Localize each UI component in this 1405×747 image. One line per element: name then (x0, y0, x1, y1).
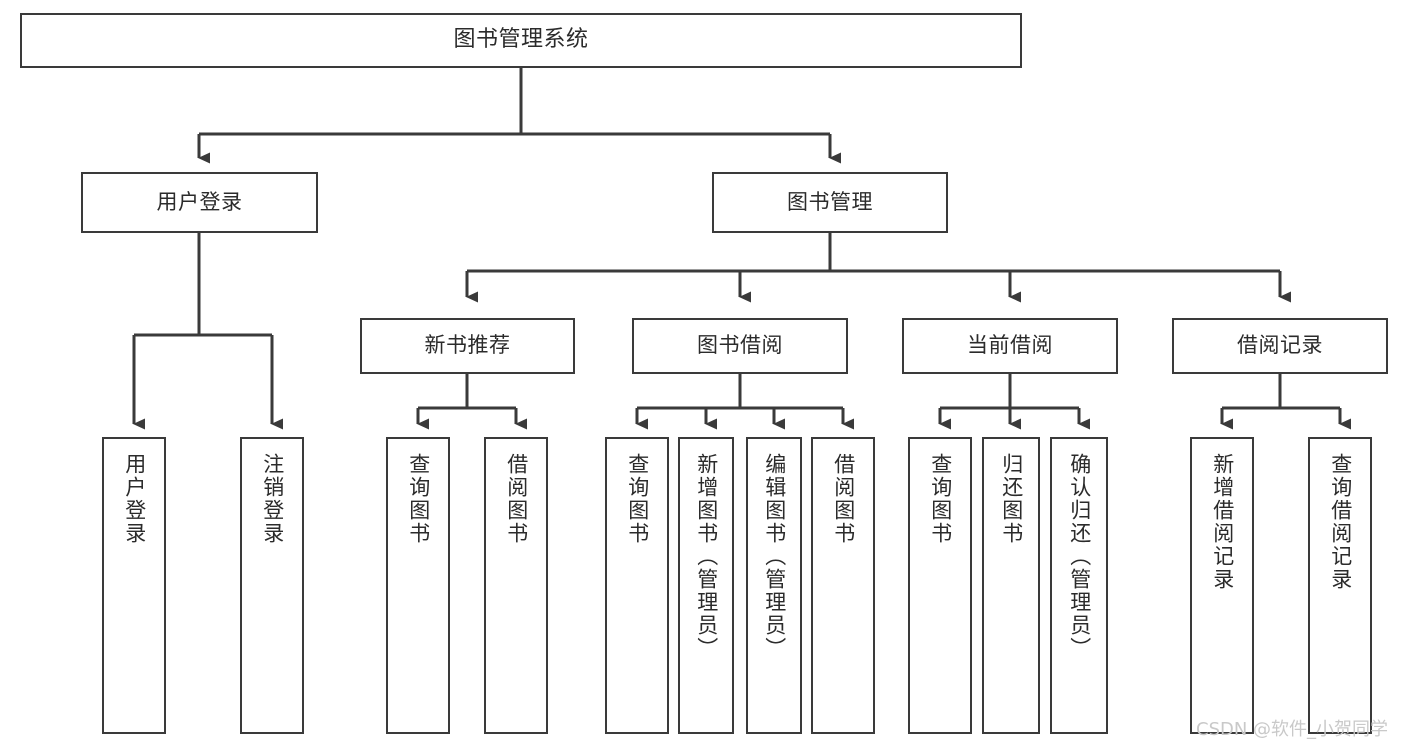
leaf-br-add-record[interactable]: 新增借阅记录 (1190, 437, 1254, 734)
node-book-management-label: 图书管理 (787, 189, 873, 214)
leaf-br-query-record-label: 查询借阅记录 (1328, 453, 1353, 591)
leaf-bb-add-book-admin[interactable]: 新增图书（管理员） (678, 437, 734, 734)
node-book-management[interactable]: 图书管理 (712, 172, 948, 233)
leaf-bb-query-book-label: 查询图书 (625, 453, 650, 545)
leaf-bb-borrow-book-label: 借阅图书 (831, 453, 856, 545)
leaf-logout-label: 注销登录 (260, 453, 285, 545)
node-book-borrow-label: 图书借阅 (697, 333, 783, 358)
node-current-borrow[interactable]: 当前借阅 (902, 318, 1118, 374)
leaf-bb-edit-book-admin[interactable]: 编辑图书（管理员） (746, 437, 802, 734)
leaf-cb-confirm-return-admin[interactable]: 确认归还（管理员） (1050, 437, 1108, 734)
leaf-bb-query-book[interactable]: 查询图书 (605, 437, 669, 734)
leaf-user-login[interactable]: 用户登录 (102, 437, 166, 734)
leaf-nbr-borrow-book[interactable]: 借阅图书 (484, 437, 548, 734)
node-new-book-recommend-label: 新书推荐 (424, 333, 511, 358)
leaf-nbr-borrow-book-label: 借阅图书 (504, 453, 529, 545)
leaf-logout[interactable]: 注销登录 (240, 437, 304, 734)
leaf-bb-borrow-book[interactable]: 借阅图书 (811, 437, 875, 734)
node-book-borrow[interactable]: 图书借阅 (632, 318, 848, 374)
leaf-nbr-query-book-label: 查询图书 (406, 453, 431, 545)
leaf-br-add-record-label: 新增借阅记录 (1210, 453, 1235, 591)
node-root-label: 图书管理系统 (453, 27, 589, 53)
node-new-book-recommend[interactable]: 新书推荐 (360, 318, 575, 374)
leaf-cb-query-book-label: 查询图书 (928, 453, 953, 545)
leaf-cb-confirm-return-admin-label: 确认归还（管理员） (1067, 453, 1092, 660)
csdn-watermark: CSDN @软件_小贺同学 (1196, 719, 1389, 740)
leaf-cb-return-book-label: 归还图书 (999, 453, 1024, 545)
node-user-login-label: 用户登录 (156, 189, 243, 214)
leaf-bb-edit-book-admin-label: 编辑图书（管理员） (762, 453, 787, 660)
leaf-user-login-label: 用户登录 (122, 453, 147, 545)
node-borrow-record-label: 借阅记录 (1237, 333, 1323, 358)
leaf-bb-add-book-admin-label: 新增图书（管理员） (694, 453, 719, 660)
leaf-cb-query-book[interactable]: 查询图书 (908, 437, 972, 734)
leaf-cb-return-book[interactable]: 归还图书 (982, 437, 1040, 734)
node-root[interactable]: 图书管理系统 (20, 13, 1022, 68)
leaf-nbr-query-book[interactable]: 查询图书 (386, 437, 450, 734)
node-user-login[interactable]: 用户登录 (81, 172, 318, 233)
node-current-borrow-label: 当前借阅 (967, 333, 1053, 358)
leaf-br-query-record[interactable]: 查询借阅记录 (1308, 437, 1372, 734)
node-borrow-record[interactable]: 借阅记录 (1172, 318, 1388, 374)
